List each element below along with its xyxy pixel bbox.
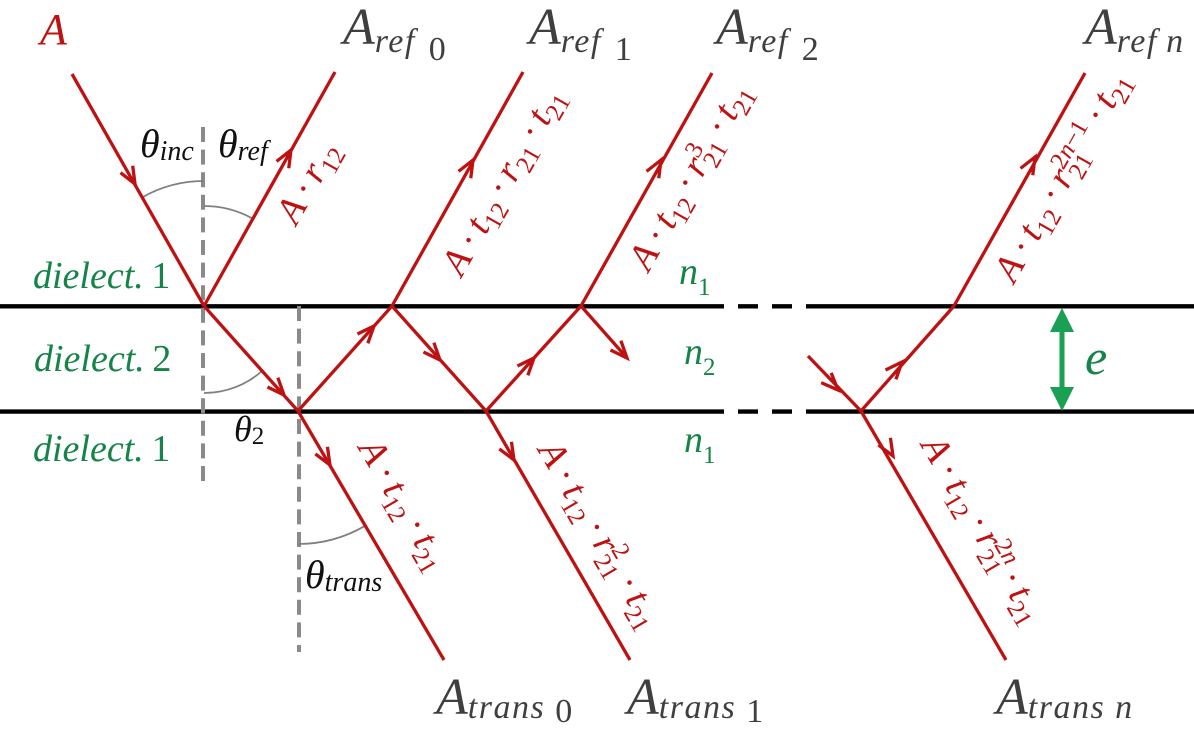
svg-text:dielect. 1: dielect. 1: [33, 255, 170, 297]
svg-text:A: A: [37, 5, 68, 54]
svg-text:A · t12 · t21: A · t12 · t21: [344, 429, 459, 579]
svg-text:Aref 2: Aref 2: [713, 0, 819, 68]
svg-text:Aref 0: Aref 0: [340, 0, 446, 68]
svg-text:dielect. 1: dielect. 1: [33, 428, 170, 470]
svg-text:n2: n2: [684, 331, 716, 381]
svg-text:A · t12 · r2n−121 · t21: A · t12 · r2n−121 · t21: [983, 63, 1142, 294]
svg-text:Atrans n: Atrans n: [993, 669, 1134, 726]
svg-text:n1: n1: [679, 251, 711, 301]
svg-text:θtrans: θtrans: [305, 552, 382, 598]
svg-text:θ2: θ2: [234, 409, 264, 450]
svg-text:Atrans 0: Atrans 0: [433, 669, 572, 730]
svg-text:e: e: [1085, 329, 1107, 385]
svg-text:A · t12 · r21 · t21: A · t12 · r21 · t21: [432, 80, 577, 287]
svg-text:A · r12: A · r12: [266, 134, 352, 236]
svg-text:Aref 1: Aref 1: [526, 0, 632, 68]
svg-text:Aref n: Aref n: [1082, 0, 1185, 60]
svg-text:Atrans 1: Atrans 1: [624, 669, 763, 730]
svg-text:dielect. 2: dielect. 2: [34, 338, 171, 380]
svg-text:θinc: θinc: [140, 121, 194, 167]
svg-text:θref: θref: [218, 121, 271, 167]
svg-text:n1: n1: [684, 419, 716, 469]
